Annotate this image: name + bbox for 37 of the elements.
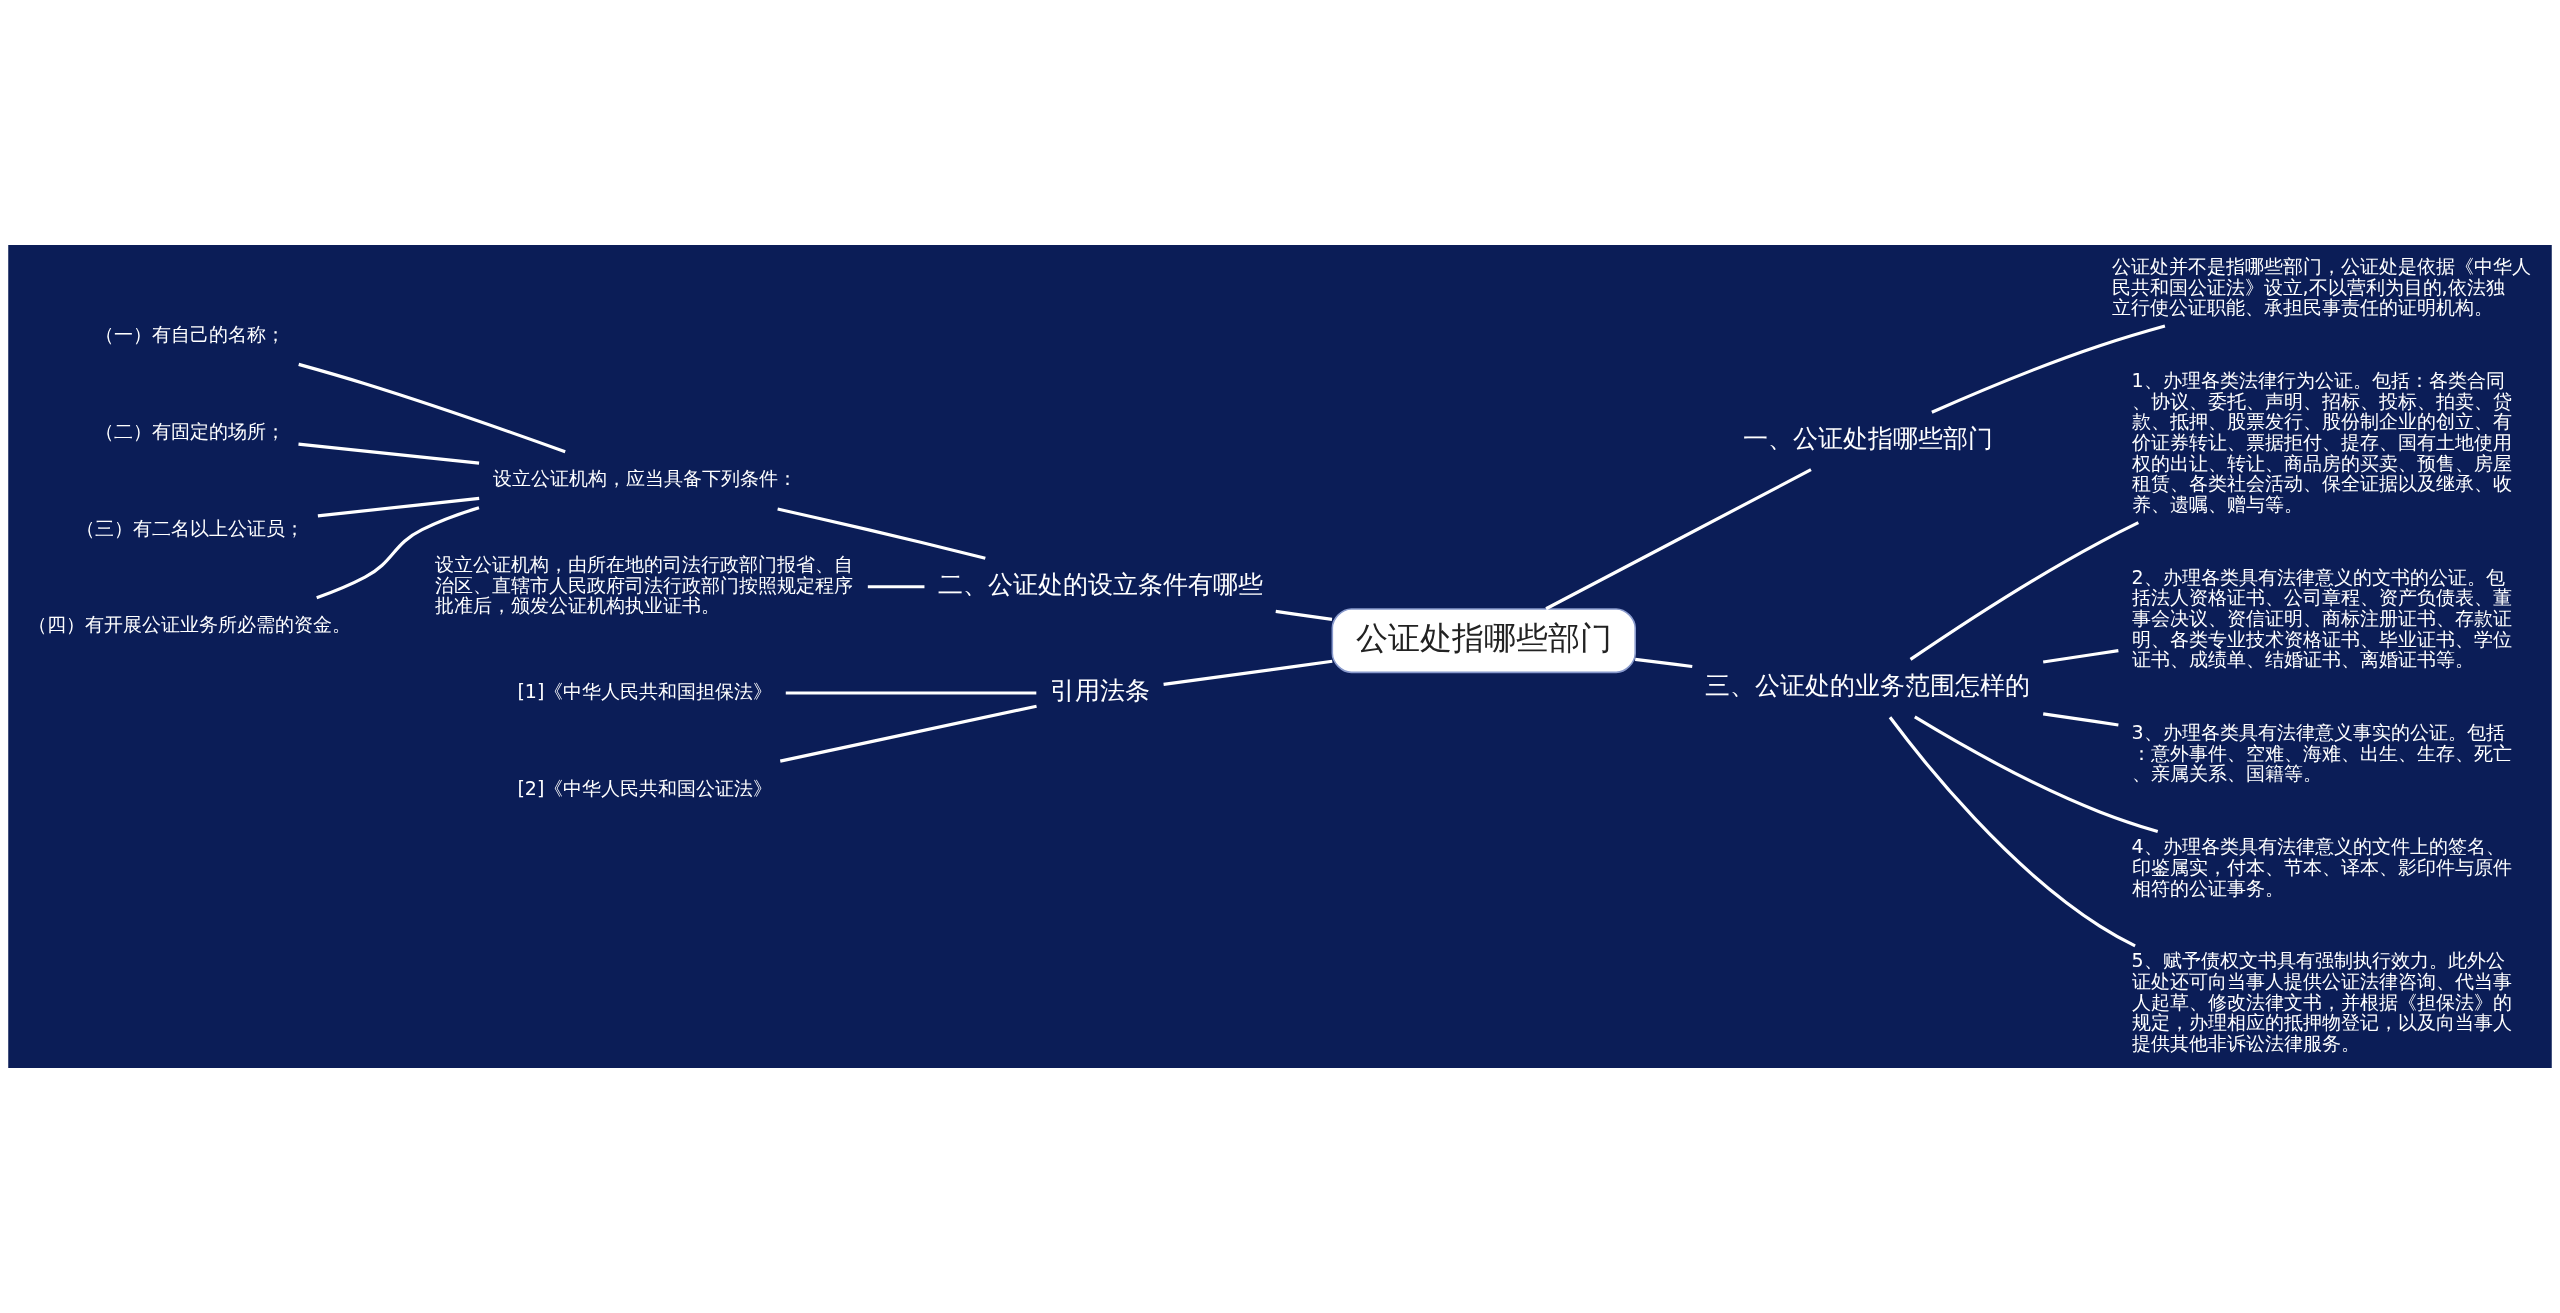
connector — [1888, 716, 2136, 948]
node-text: 公证处并不是指哪些部门，公证处是依据《中华人民共和国公证法》设立,不以营利为目的,依法独立行使公证职能、承担民事责任的证明机构。 — [2112, 254, 2531, 319]
connector — [1635, 657, 1693, 669]
connector — [1545, 468, 1812, 611]
node-text: [1]《中华人民共和国担保法》 — [517, 679, 773, 702]
node-text: 一、公证处指哪些部门 — [1742, 422, 1993, 453]
connector — [2042, 649, 2119, 664]
node-box: 公证处指哪些部门 — [1331, 608, 1636, 674]
connector — [867, 585, 925, 589]
node-text: 二、公证处的设立条件有哪些 — [937, 568, 1263, 599]
connector — [1909, 521, 2140, 661]
node-text: （三）有二名以上公证员； — [75, 516, 304, 539]
node-text: （二）有固定的场所； — [94, 419, 285, 442]
connector — [298, 442, 480, 465]
node-text: 3、办理各类具有法律意义事实的公证。包括：意外事件、空难、海难、出生、生存、死亡、亲属关系、国籍等。 — [2131, 721, 2512, 785]
connector — [1931, 324, 2166, 414]
connector — [298, 362, 566, 454]
connector — [1275, 609, 1333, 621]
node-text: 引用法条 — [1050, 675, 1151, 705]
connector — [317, 496, 480, 518]
node-text: 1、办理各类法律行为公证。包括：各类合同、协议、委托、声明、招标、投标、拍卖、贷款、抵押、股票发行、股份制企业的创立、有价证券转让、票据拒付、提存、国有土地使用权的出让、转让、商品房的买卖、预售、房屋租赁、各类社会活动、保全证据以及继承、收养、遗嘱、赠与等。 — [2131, 369, 2512, 515]
connector — [1163, 659, 1333, 686]
node-text: [2]《中华人民共和国公证法》 — [517, 776, 773, 799]
node-text: 4、办理各类具有法律意义的文件上的签名、印鉴属实，付本、节本、译本、影印件与原件相符的公证事务。 — [2131, 835, 2512, 899]
node-text: （四）有开展公证业务所必需的资金。 — [28, 613, 352, 636]
connector — [2042, 712, 2119, 727]
node-text: （一）有自己的名称； — [94, 323, 285, 346]
connector — [777, 507, 986, 560]
node-text: 2、办理各类具有法律意义的文书的公证。包括法人资格证书、公司章程、资产负债表、董事会决议、资信证明、商标注册证书、存款证明、各类专业技术资格证书、毕业证书、学位证书、成绩单、结婚证书、离婚证书等。 — [2131, 565, 2512, 671]
connector — [785, 691, 1037, 695]
node-text: 设立公证机构，应当具备下列条件： — [492, 467, 797, 490]
connector — [316, 506, 480, 600]
connector — [779, 704, 1037, 763]
connector — [1914, 715, 2159, 834]
node-text: 5、赋予债权文书具有强制执行效力。此外公证处还可向当事人提供公证法律咨询、代当事人起草、修改法律文书，并根据《担保法》的规定，办理相应的抵押物登记，以及向当事人提供其他非诉讼法律服务。 — [2131, 949, 2512, 1054]
node-text: 三、公证处的业务范围怎样的 — [1705, 670, 2031, 701]
node-text: 设立公证机构，由所在地的司法行政部门报省、自治区、直辖市人民政府司法行政部门按照规定程序批准后，颁发公证机构执业证书。 — [434, 553, 853, 617]
